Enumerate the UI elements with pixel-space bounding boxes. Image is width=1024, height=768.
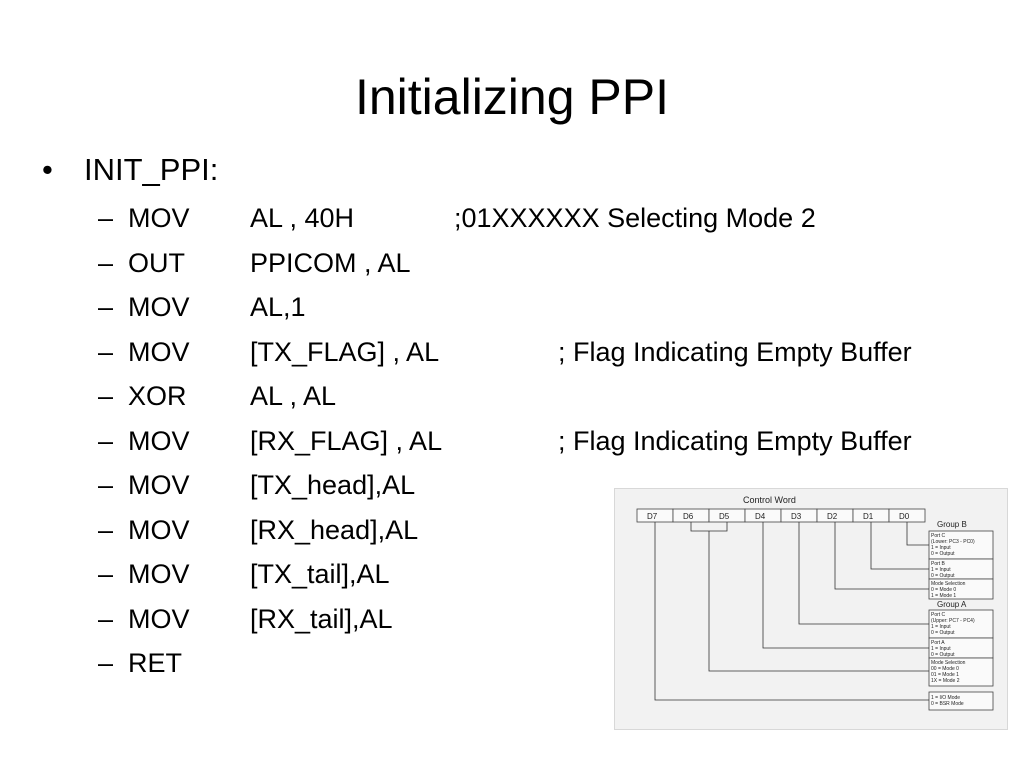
dash-marker: –	[98, 247, 114, 278]
opcode: XOR	[128, 381, 187, 411]
opcode: MOV	[128, 514, 190, 545]
connector-d0	[906, 522, 929, 546]
group-b-label: Group B	[937, 520, 967, 529]
box-text: 0 = Output	[931, 573, 955, 579]
comment: ; Flag Indicating Empty Buffer	[558, 425, 912, 456]
bullet-label: INIT_PPI:	[84, 152, 219, 187]
box-text: (Lower: PC3 - PC0)	[931, 539, 975, 545]
mode-a-box	[928, 657, 994, 687]
connector-d2	[834, 522, 929, 590]
opcode: MOV	[128, 603, 190, 634]
box-text: 0 = Output	[931, 652, 955, 658]
dash-marker: –	[98, 381, 114, 411]
dash-marker: –	[98, 470, 114, 500]
port-c-lower-box	[928, 530, 994, 560]
bit-label: D3	[791, 512, 802, 521]
opcode: MOV	[128, 292, 190, 322]
connector-d6-d5-join	[690, 522, 728, 532]
operands: PPICOM , AL	[250, 247, 411, 278]
bit-label: D1	[863, 512, 874, 521]
box-text: 1 = I/O Mode	[931, 695, 960, 701]
bit-label: D5	[719, 512, 730, 521]
dash-marker: –	[98, 559, 114, 589]
box-text: 00 = Mode 0	[931, 666, 959, 672]
box-text: 01 = Mode 1	[931, 672, 959, 678]
dash-marker: –	[98, 603, 114, 634]
operands: [TX_FLAG] , AL	[250, 336, 440, 367]
bit-label: D0	[899, 512, 910, 521]
box-text: Mode Selection	[931, 581, 966, 587]
operands: [TX_tail],AL	[250, 559, 390, 589]
operands: AL , 40H	[250, 203, 355, 233]
bit-label: D4	[755, 512, 766, 521]
slide-title: Initializing PPI	[354, 69, 670, 125]
bit-label: D6	[683, 512, 694, 521]
io-mode-box	[928, 691, 994, 711]
operands: AL , AL	[250, 381, 337, 411]
bit-label: D2	[827, 512, 838, 521]
box-text: Port B	[931, 561, 946, 567]
box-text: 1 = Mode 1	[931, 593, 956, 599]
opcode: MOV	[128, 559, 190, 589]
connector-d3	[798, 522, 929, 625]
box-text: (Upper: PC7 - PC4)	[931, 618, 975, 624]
box-text: Port A	[931, 640, 945, 646]
box-text: 0 = Output	[931, 551, 955, 557]
dash-marker: –	[98, 648, 114, 678]
bullet-marker: •	[42, 152, 53, 187]
opcode: MOV	[128, 425, 190, 456]
bit-label: D7	[647, 512, 658, 521]
opcode: MOV	[128, 336, 190, 367]
operands: AL,1	[250, 292, 306, 322]
operands: [RX_tail],AL	[250, 603, 393, 634]
bullet-init-ppi: • INIT_PPI:	[42, 150, 218, 190]
opcode: OUT	[128, 247, 185, 278]
box-text: Port C	[931, 533, 946, 539]
group-a-label: Group A	[937, 600, 967, 609]
box-text: Mode Selection	[931, 660, 966, 666]
box-text: 1 = Input	[931, 567, 951, 573]
box-text: 1 = Input	[931, 646, 951, 652]
operands: [RX_FLAG] , AL	[250, 425, 443, 456]
comment: ; Flag Indicating Empty Buffer	[558, 336, 912, 367]
opcode: MOV	[128, 470, 190, 500]
box-text: 0 = Mode 0	[931, 587, 956, 593]
connector-d4	[762, 522, 929, 649]
connector-d7	[654, 522, 929, 701]
comment: ;01XXXXXX Selecting Mode 2	[454, 203, 816, 233]
connector-d6-d5	[708, 531, 929, 672]
box-text: 1 = Input	[931, 624, 951, 630]
opcode: MOV	[128, 203, 190, 233]
box-text: 1 = Input	[931, 545, 951, 551]
operands: [RX_head],AL	[250, 514, 419, 545]
dash-marker: –	[98, 514, 114, 545]
control-word-title: Control Word	[743, 495, 796, 505]
box-text: 0 = BSR Mode	[931, 701, 964, 707]
box-text: 0 = Output	[931, 630, 955, 636]
box-text: 1X = Mode 2	[931, 678, 960, 684]
control-word-diagram: Control Word D7 D6 D5 D4 D3 D2 D1 D	[636, 495, 994, 711]
opcode: RET	[128, 648, 182, 678]
box-text: Port C	[931, 612, 946, 618]
operands: [TX_head],AL	[250, 470, 416, 500]
control-word-figure: Control Word D7 D6 D5 D4 D3 D2 D1 D	[614, 488, 1008, 730]
dash-marker: –	[98, 425, 114, 456]
connector-d1	[870, 522, 929, 570]
dash-marker: –	[98, 292, 114, 322]
dash-marker: –	[98, 336, 114, 367]
dash-marker: –	[98, 203, 114, 233]
